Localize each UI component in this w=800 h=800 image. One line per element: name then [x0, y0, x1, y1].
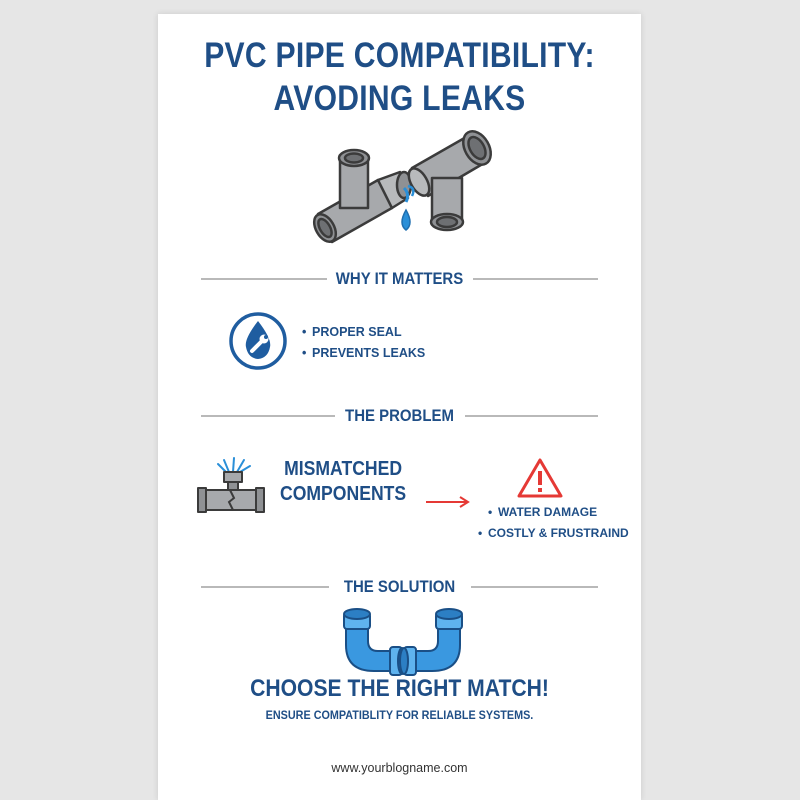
infographic-poster: PVC PIPE COMPATIBILITY: AVODING LEAKS — [158, 14, 641, 800]
section-solution-heading: THE SOLUTION — [201, 575, 598, 599]
broken-pipe-spray-icon — [197, 457, 265, 513]
why-bullet-list: •PROPER SEAL •PREVENTS LEAKS — [302, 322, 425, 364]
mismatched-components-label: MISMATCHED COMPONENTS — [280, 458, 407, 505]
divider-left — [201, 586, 329, 588]
divider-right — [471, 586, 598, 588]
cta-heading: CHOOSE THE RIGHT MATCH! — [250, 675, 549, 702]
section-problem-label: THE PROBLEM — [345, 406, 454, 425]
section-problem-heading: THE PROBLEM — [201, 404, 598, 428]
list-item: •PREVENTS LEAKS — [302, 346, 426, 360]
blue-elbow-fittings-icon — [343, 608, 463, 676]
list-item: •WATER DAMAGE — [488, 505, 598, 519]
divider-right — [473, 278, 598, 280]
warning-triangle-icon — [517, 458, 563, 498]
problem-consequence-list: •WATER DAMAGE •COSTLY & FRUSTRAIND — [478, 502, 629, 544]
red-arrow-icon — [426, 496, 470, 508]
page-title: PVC PIPE COMPATIBILITY: AVODING LEAKS — [192, 34, 607, 120]
water-drop-wrench-icon — [229, 312, 287, 370]
footer-url: www.yourblogname.com — [331, 761, 468, 775]
title-line-1: PVC PIPE COMPATIBILITY: — [204, 36, 595, 75]
list-item: •COSTLY & FRUSTRAIND — [478, 526, 629, 540]
pvc-fittings-leak-icon — [312, 130, 492, 244]
title-line-2: AVODING LEAKS — [273, 79, 526, 118]
cta-subtext: ENSURE COMPATIBLITY FOR RELIABLE SYSTEMS… — [265, 708, 534, 722]
section-why-label: WHY IT MATTERS — [335, 269, 464, 288]
section-why-heading: WHY IT MATTERS — [201, 267, 598, 291]
divider-right — [465, 415, 598, 417]
divider-left — [201, 278, 327, 280]
section-solution-label: THE SOLUTION — [343, 577, 456, 596]
list-item: •PROPER SEAL — [302, 325, 402, 339]
divider-left — [201, 415, 335, 417]
